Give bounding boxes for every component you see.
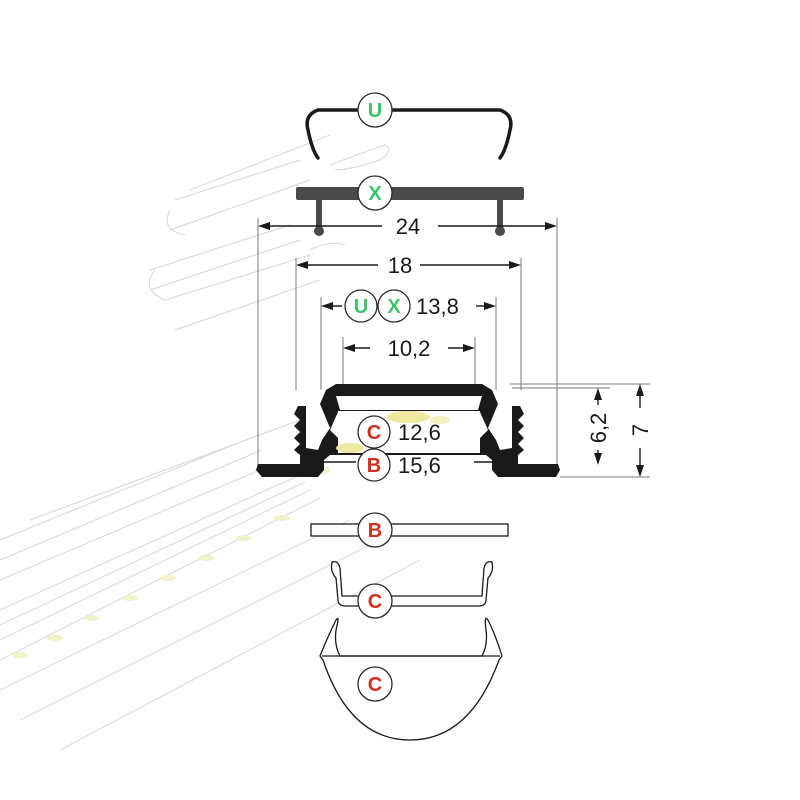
badge-c-flat: C bbox=[357, 583, 393, 619]
dim-label-18: 18 bbox=[388, 253, 412, 278]
ghost-perspective-profile bbox=[0, 134, 421, 751]
badge-b-dim: B bbox=[357, 448, 391, 482]
extension-lines bbox=[257, 218, 650, 478]
dim-label-24: 24 bbox=[396, 214, 420, 239]
dim-label-13-8: 13,8 bbox=[416, 294, 459, 319]
cover-x-shape bbox=[296, 187, 524, 236]
svg-text:X: X bbox=[368, 183, 382, 205]
svg-text:C: C bbox=[368, 674, 382, 696]
diffuser-c-round-shape bbox=[319, 617, 503, 741]
dim-label-15-6: 15,6 bbox=[398, 453, 441, 478]
badge-c-round: C bbox=[357, 666, 393, 702]
cover-u-shape bbox=[305, 108, 513, 160]
svg-text:C: C bbox=[367, 422, 381, 444]
svg-text:C: C bbox=[368, 591, 382, 613]
led-chips bbox=[336, 411, 450, 453]
diffuser-b-shape bbox=[310, 523, 509, 537]
svg-text:B: B bbox=[368, 520, 382, 542]
badge-b-shape: B bbox=[357, 512, 393, 548]
svg-text:X: X bbox=[387, 296, 401, 318]
badge-c-dim: C bbox=[357, 415, 391, 449]
badge-x-dim: X bbox=[377, 289, 411, 323]
badge-x-top: X bbox=[357, 175, 393, 211]
badge-u-top: U bbox=[357, 92, 393, 128]
svg-text:U: U bbox=[368, 100, 382, 122]
svg-text:B: B bbox=[367, 455, 381, 477]
dim-label-12-6: 12,6 bbox=[398, 420, 441, 445]
svg-text:U: U bbox=[354, 296, 368, 318]
badge-u-dim: U bbox=[344, 289, 378, 323]
dim-label-6-2: 6,2 bbox=[586, 413, 611, 444]
diffuser-c-flat-shape bbox=[330, 560, 494, 607]
dim-label-10-2: 10,2 bbox=[388, 336, 431, 361]
dim-label-7: 7 bbox=[628, 424, 653, 436]
